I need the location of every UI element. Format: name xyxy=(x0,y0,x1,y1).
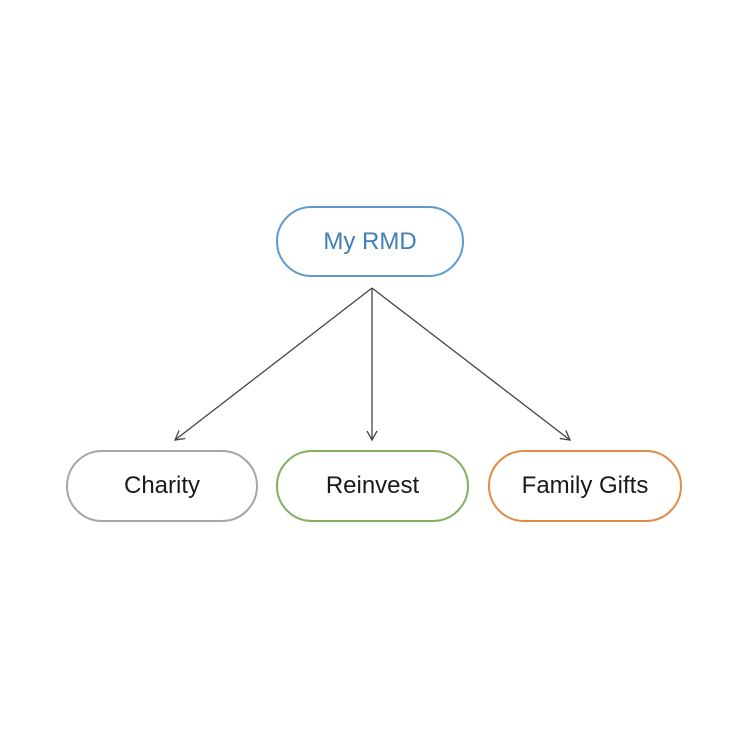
arrow-to-charity xyxy=(173,287,373,441)
node-charity: Charity xyxy=(66,450,258,522)
node-my-rmd: My RMD xyxy=(276,206,464,277)
node-family-gifts: Family Gifts xyxy=(488,450,682,522)
arrow-to-family-gifts xyxy=(371,287,572,441)
node-reinvest: Reinvest xyxy=(276,450,469,522)
